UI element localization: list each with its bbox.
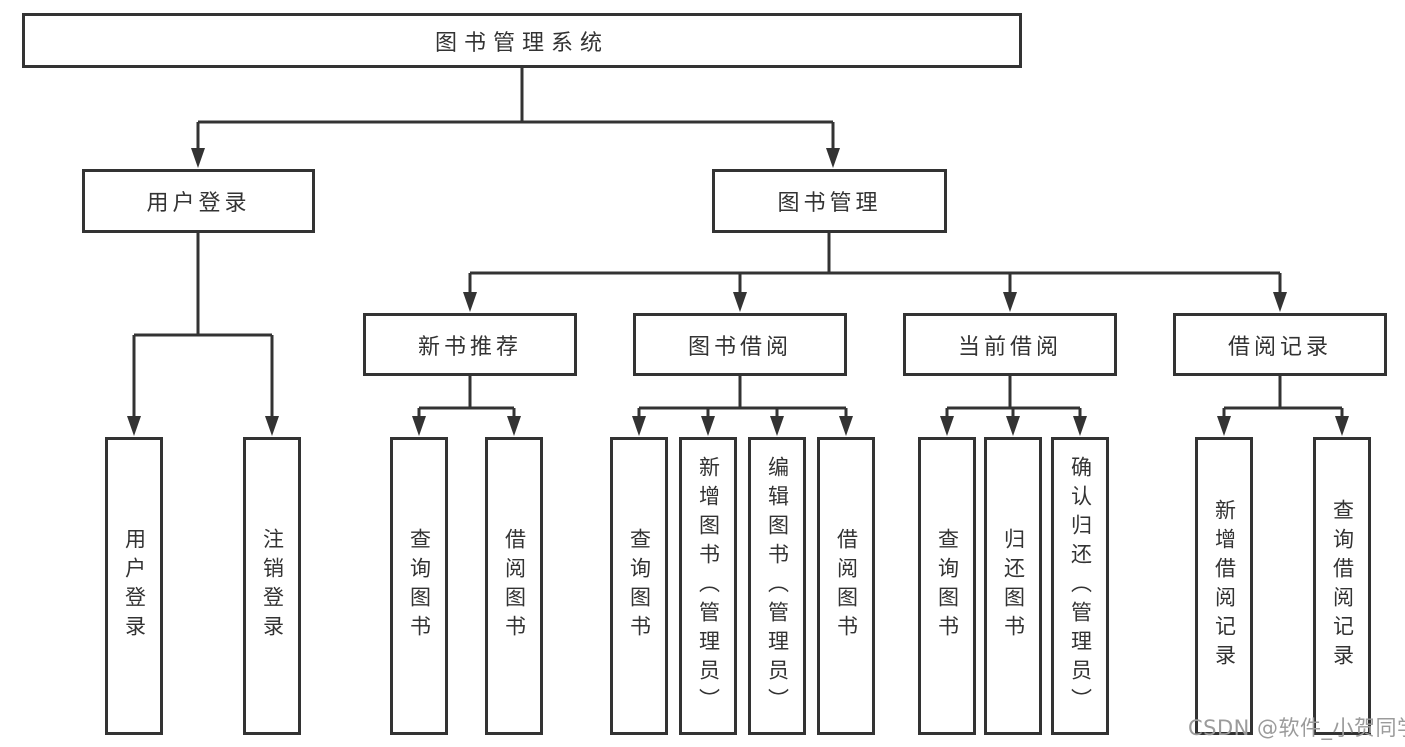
csdn-watermark: CSDN @软件_小贺同学 (1188, 716, 1405, 740)
leaf-add-borrow-record: 新增借阅记录 (1195, 437, 1253, 735)
node-book-borrow: 图书借阅 (633, 313, 847, 376)
leaf-borrow-books-2: 借阅图书 (817, 437, 875, 735)
leaf-query-borrow-record: 查询借阅记录 (1313, 437, 1371, 735)
leaf-confirm-return-admin: 确认归还（管理员） (1051, 437, 1109, 735)
leaf-borrow-books-1: 借阅图书 (485, 437, 543, 735)
node-user-login-label: 用户登录 (146, 191, 251, 216)
leaf-query-books-2: 查询图书 (610, 437, 668, 735)
leaf-return-books: 归还图书 (984, 437, 1042, 735)
node-book-management: 图书管理 (712, 169, 947, 233)
node-new-book-recommend: 新书推荐 (363, 313, 577, 376)
node-new-book-recommend-label: 新书推荐 (417, 334, 522, 360)
leaf-edit-books-admin: 编辑图书（管理员） (748, 437, 806, 735)
leaf-query-books-3: 查询图书 (918, 437, 976, 735)
node-user-login: 用户登录 (82, 169, 315, 233)
node-current-borrow-label: 当前借阅 (957, 334, 1062, 360)
node-root-system: 图书管理系统 (22, 13, 1022, 68)
node-root-label: 图书管理系统 (434, 30, 609, 56)
leaf-query-books-1: 查询图书 (390, 437, 448, 735)
leaf-add-books-admin: 新增图书（管理员） (679, 437, 737, 735)
leaf-logout: 注销登录 (243, 437, 301, 735)
node-book-management-label: 图书管理 (777, 191, 882, 216)
leaf-user-login: 用户登录 (105, 437, 163, 735)
node-book-borrow-label: 图书借阅 (687, 334, 792, 360)
node-current-borrow: 当前借阅 (903, 313, 1117, 376)
node-borrow-records-label: 借阅记录 (1227, 334, 1332, 360)
node-borrow-records: 借阅记录 (1173, 313, 1387, 376)
